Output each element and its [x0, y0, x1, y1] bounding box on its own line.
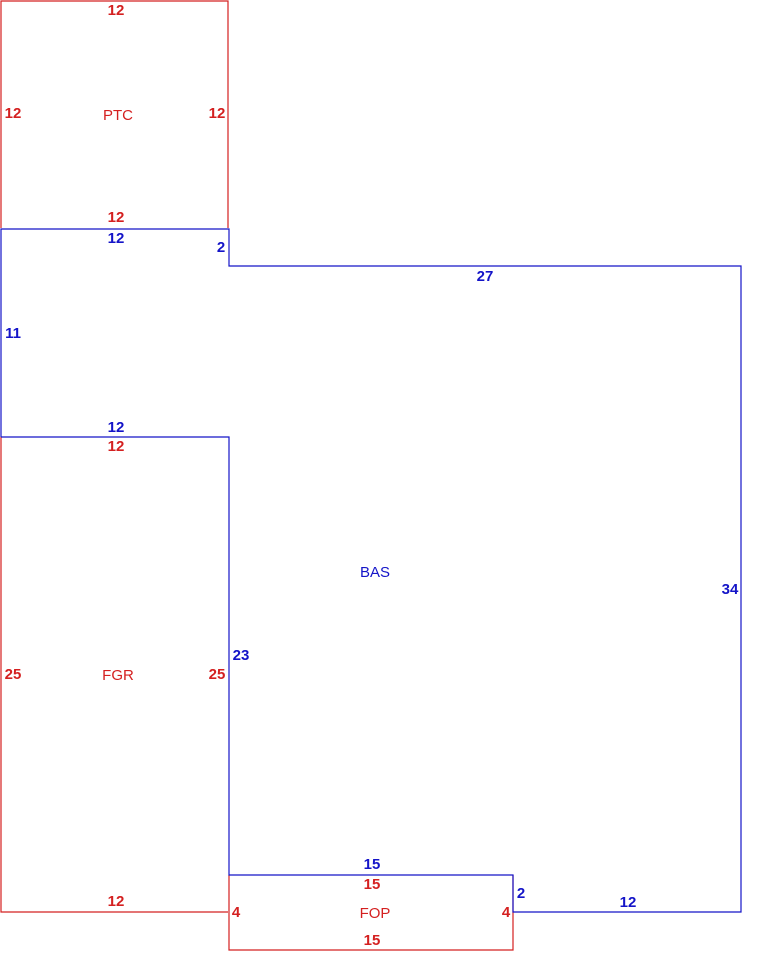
ptc-outline	[0, 0, 229, 228]
bas-outline	[0, 228, 742, 913]
ptc-area: PTC 12 12 12 12	[0, 0, 229, 228]
fop-right-dim: 4	[502, 904, 511, 921]
bas-label: BAS	[360, 564, 390, 581]
ptc-bottom-dim: 12	[108, 209, 125, 226]
fgr-bottom-dim: 12	[108, 893, 125, 910]
fop-area: FOP 15 4 4 15	[228, 875, 514, 951]
fgr-label: FGR	[102, 667, 134, 684]
bas-area: BAS 12 2 27 11 12 34 23 15 2 12	[0, 228, 742, 913]
fop-bottom-dim: 15	[364, 932, 381, 949]
fgr-top-dim: 12	[108, 438, 125, 455]
bas-top-right-dim: 27	[477, 268, 494, 285]
bas-inner-left-dim: 23	[233, 647, 250, 664]
bas-top-left-dim: 12	[108, 230, 125, 247]
bas-fop-top-dim: 15	[364, 856, 381, 873]
fgr-outline	[0, 437, 228, 913]
bas-bottom-right-dim: 12	[620, 894, 637, 911]
bas-mid-dim: 12	[108, 419, 125, 436]
ptc-right-dim: 12	[209, 105, 226, 122]
fop-top-dim: 15	[364, 876, 381, 893]
fop-left-dim: 4	[232, 904, 241, 921]
ptc-left-dim: 12	[5, 105, 22, 122]
fgr-left-dim: 25	[5, 666, 22, 683]
ptc-label: PTC	[103, 107, 133, 124]
fgr-area: FGR 12 25 25 12	[0, 437, 228, 913]
fop-label: FOP	[360, 905, 391, 922]
bas-right-dim: 34	[722, 581, 739, 598]
ptc-top-dim: 12	[108, 2, 125, 19]
fgr-right-dim: 25	[209, 666, 226, 683]
bas-step-dim: 2	[217, 239, 225, 256]
bas-left-upper-dim: 11	[5, 325, 21, 342]
bas-fop-step-dim: 2	[517, 885, 525, 902]
